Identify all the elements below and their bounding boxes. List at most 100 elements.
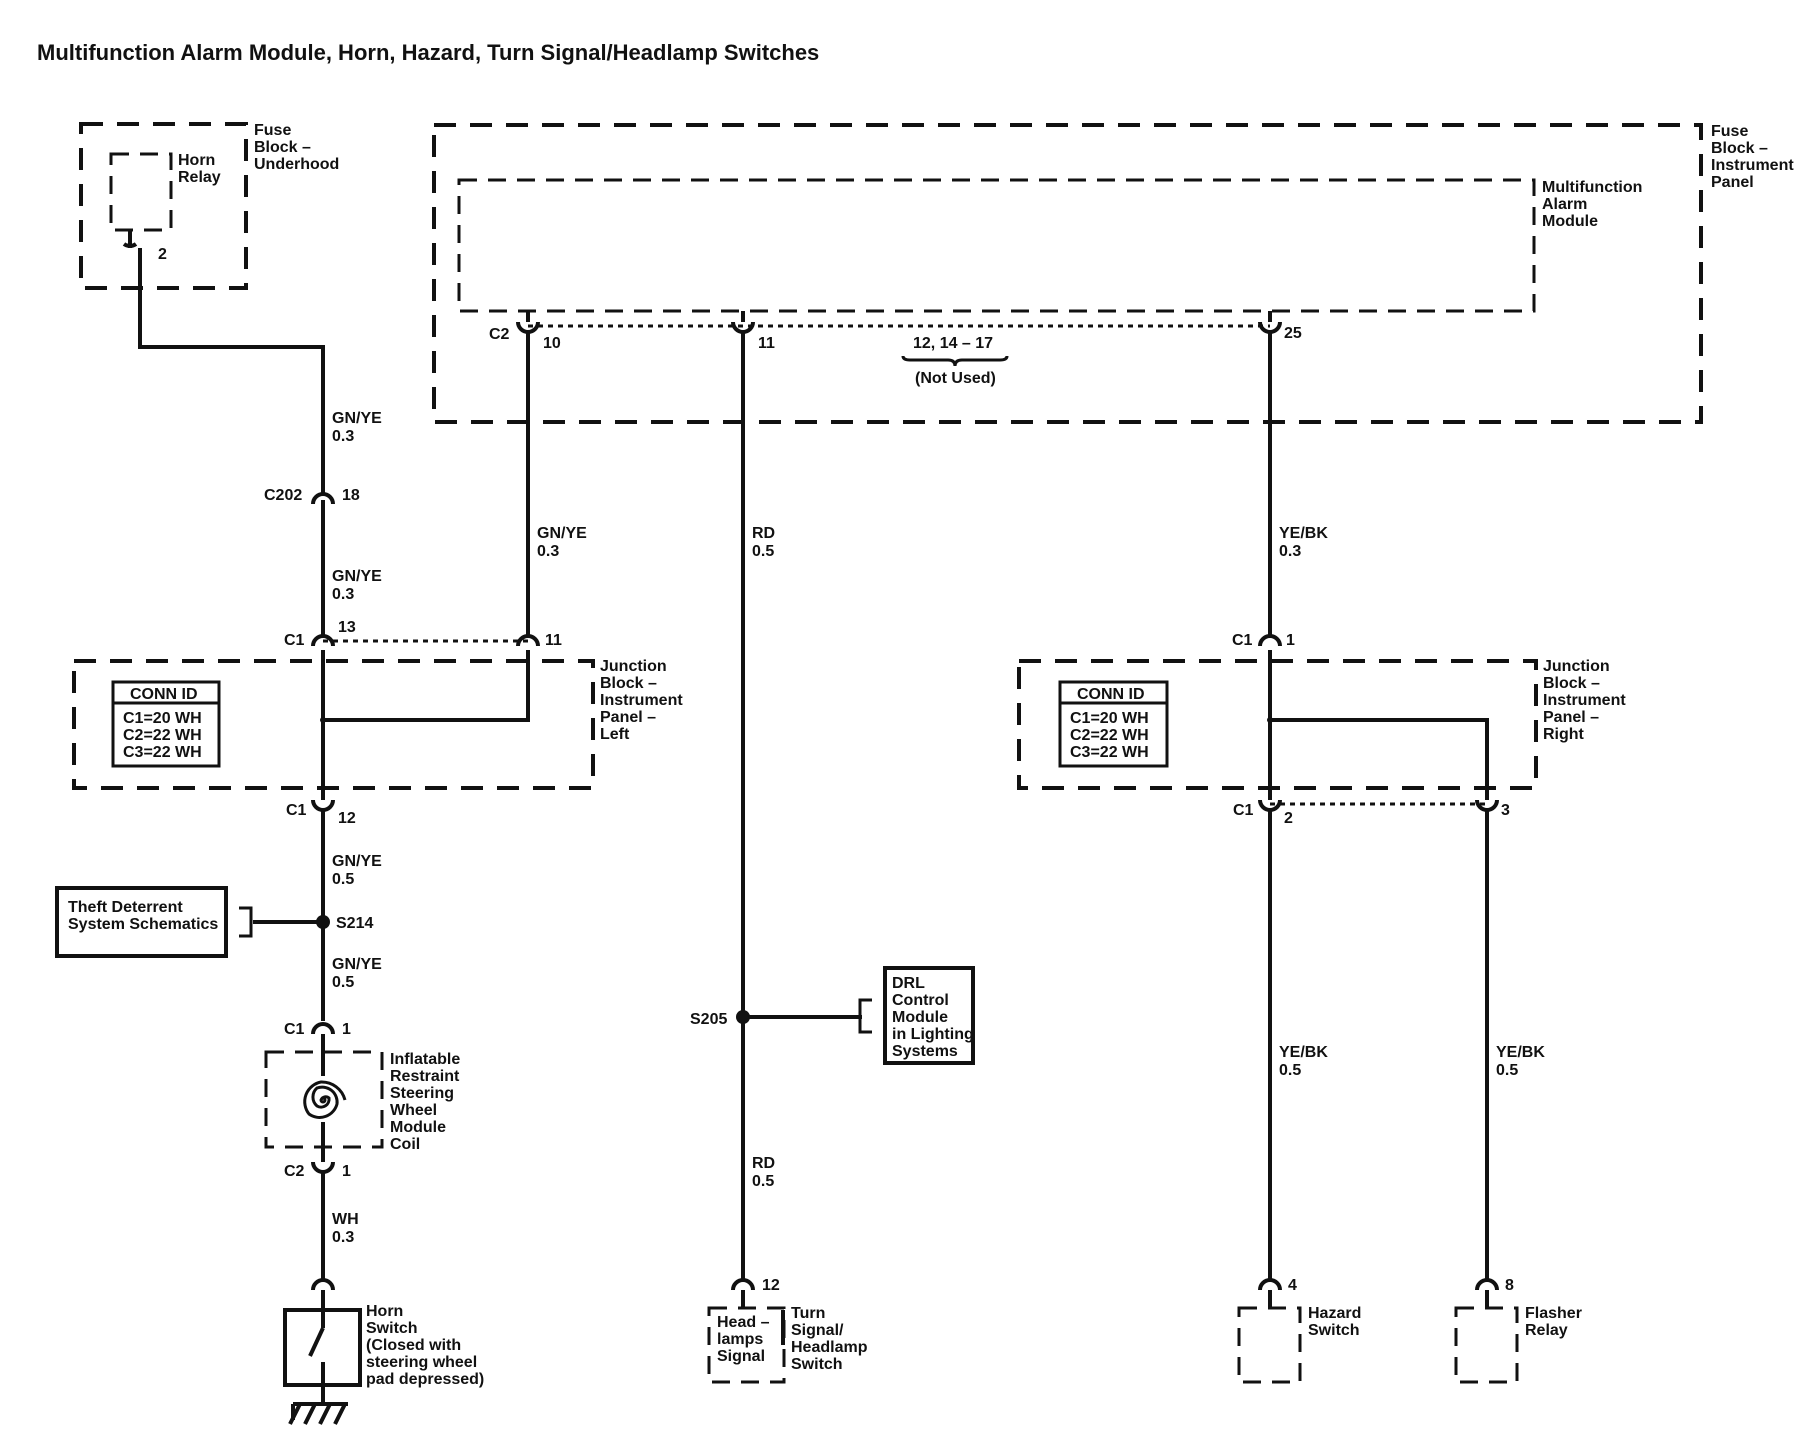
horn-relay-label-2: Relay <box>178 169 221 186</box>
theft-label-2: System Schematics <box>68 916 218 933</box>
jb-left-conn-id-header: CONN ID <box>130 686 198 703</box>
coil-label-4: Wheel <box>390 1102 437 1119</box>
junction-block-right-box <box>1017 659 1538 790</box>
wire-label-gnye-5: GN/YE <box>332 956 382 973</box>
turn-switch-label-3: Headlamp <box>791 1339 868 1356</box>
jb-right-conn-id-2: C2=22 WH <box>1070 727 1149 744</box>
coil-label-2: Restraint <box>390 1068 460 1085</box>
hazard-switch-label-1: Hazard <box>1308 1305 1361 1322</box>
wire-label-gnye-3: GN/YE <box>537 525 587 542</box>
theft-arrow-bracket <box>239 906 253 938</box>
coil-c2-label: C2 <box>284 1163 305 1180</box>
wire-label-rd-2: RD <box>752 1155 775 1172</box>
horn-switch-label-3: (Closed with <box>366 1337 461 1354</box>
fuse-ip-label-1: Fuse <box>1711 123 1748 140</box>
mam-c2-label: C2 <box>489 326 510 343</box>
wire-label-gnye-2: GN/YE <box>332 568 382 585</box>
diagram-title: Multifunction Alarm Module, Horn, Hazard… <box>37 40 819 65</box>
jb-right-pin-3: 3 <box>1501 802 1510 819</box>
jb-right-conn-id-header: CONN ID <box>1077 686 1145 703</box>
jb-left-pin-13-symbol <box>311 634 335 647</box>
jb-left-c1-label: C1 <box>284 632 305 649</box>
horn-switch-label-4: steering wheel <box>366 1354 477 1371</box>
jb-right-label-5: Right <box>1543 726 1585 743</box>
theft-label-1: Theft Deterrent <box>68 899 183 916</box>
wire-label-yebk-2: YE/BK <box>1279 1044 1328 1061</box>
drl-label-2: Control <box>892 992 949 1009</box>
jb-left-pin-12: 12 <box>338 810 356 827</box>
flasher-relay-terminal <box>1475 1278 1499 1291</box>
horn-switch-contact <box>308 1290 325 1404</box>
jb-left-conn-id-2: C2=22 WH <box>123 727 202 744</box>
drl-module-box <box>883 966 975 1065</box>
jb-left-label-5: Left <box>600 726 630 743</box>
not-used-brace <box>901 355 1009 367</box>
jb-left-pin-11-symbol <box>516 634 540 647</box>
flasher-relay-label-1: Flasher <box>1525 1305 1582 1322</box>
flasher-relay-label-2: Relay <box>1525 1322 1568 1339</box>
fuse-ip-label-3: Instrument <box>1711 157 1794 174</box>
turn-switch-terminal <box>731 1278 755 1291</box>
wire-gauge-rd-1: 0.5 <box>752 543 774 560</box>
wire-label-yebk-1: YE/BK <box>1279 525 1328 542</box>
drl-label-1: DRL <box>892 975 925 992</box>
wire-gauge-yebk-2: 0.5 <box>1279 1062 1301 1079</box>
wire-gauge-yebk-3: 0.5 <box>1496 1062 1518 1079</box>
coil-c2-pin-1-symbol <box>311 1161 335 1174</box>
horn-relay-label-1: Horn <box>178 152 215 169</box>
splice-s205-label: S205 <box>690 1011 727 1028</box>
wire-gauge-2: 0.3 <box>332 586 354 603</box>
coil-c2-pin-1: 1 <box>342 1163 351 1180</box>
headlamps-signal-3: Signal <box>717 1348 765 1365</box>
turn-switch-label-2: Signal/ <box>791 1322 844 1339</box>
jb-left-label-1: Junction <box>600 658 667 675</box>
coil-c1-label: C1 <box>284 1021 305 1038</box>
jb-left-pin-12-symbol <box>311 799 335 812</box>
fuse-block-underhood-box <box>79 122 248 290</box>
jb-left-pin-11: 11 <box>545 632 562 649</box>
splice-s214-label: S214 <box>336 915 373 932</box>
not-used-label: (Not Used) <box>915 370 996 387</box>
jb-right-pin-3-symbol <box>1475 799 1499 812</box>
horn-switch-terminal <box>311 1278 335 1291</box>
jb-left-label-2: Block – <box>600 675 657 692</box>
headlamps-signal-2: lamps <box>717 1331 763 1348</box>
jb-right-pin-1: 1 <box>1286 632 1295 649</box>
turn-signal-switch-box <box>707 1306 786 1384</box>
jb-right-label-2: Block – <box>1543 675 1600 692</box>
jb-right-branch <box>1270 718 1489 800</box>
wire-label-gnye-1: GN/YE <box>332 410 382 427</box>
horn-relay-pin: 2 <box>158 246 167 263</box>
jb-left-label-4: Panel – <box>600 709 656 726</box>
turn-switch-label-1: Turn <box>791 1305 825 1322</box>
jb-right-junction-dot <box>1267 717 1273 723</box>
wire-gauge-wh: 0.3 <box>332 1229 354 1246</box>
fuse-underhood-label-3: Underhood <box>254 156 339 173</box>
c202-pin-18: 18 <box>342 487 360 504</box>
jb-right-conn-id-1: C1=20 WH <box>1070 710 1149 727</box>
theft-deterrent-box <box>55 886 228 958</box>
wire-label-wh: WH <box>332 1211 359 1228</box>
wire-label-yebk-3: YE/BK <box>1496 1044 1545 1061</box>
junction-block-left-box <box>72 659 595 790</box>
fuse-block-ip-box <box>432 123 1703 424</box>
c202-connector-symbol <box>311 492 335 505</box>
wire-gauge-3: 0.3 <box>537 543 559 560</box>
turn-switch-pin-12: 12 <box>762 1277 780 1294</box>
jb-left-conn-id-box <box>111 680 221 768</box>
mam-label-2: Alarm <box>1542 196 1587 213</box>
wire-gnye-relay-c202 <box>138 248 325 494</box>
horn-switch-label-1: Horn <box>366 1303 403 1320</box>
mam-pin-10: 10 <box>543 335 561 352</box>
jb-right-c1-label: C1 <box>1232 632 1253 649</box>
flasher-relay-box <box>1454 1306 1519 1384</box>
jb-left-junction-dot <box>320 717 326 723</box>
wire-gauge-1: 0.3 <box>332 428 354 445</box>
jb-right-c1-out-label: C1 <box>1233 802 1254 819</box>
not-used-pins: 12, 14 – 17 <box>913 335 993 352</box>
fuse-ip-label-2: Block – <box>1711 140 1768 157</box>
jb-right-pin-2: 2 <box>1284 810 1293 827</box>
mam-label-3: Module <box>1542 213 1598 230</box>
jb-left-c1-out-label: C1 <box>286 802 307 819</box>
